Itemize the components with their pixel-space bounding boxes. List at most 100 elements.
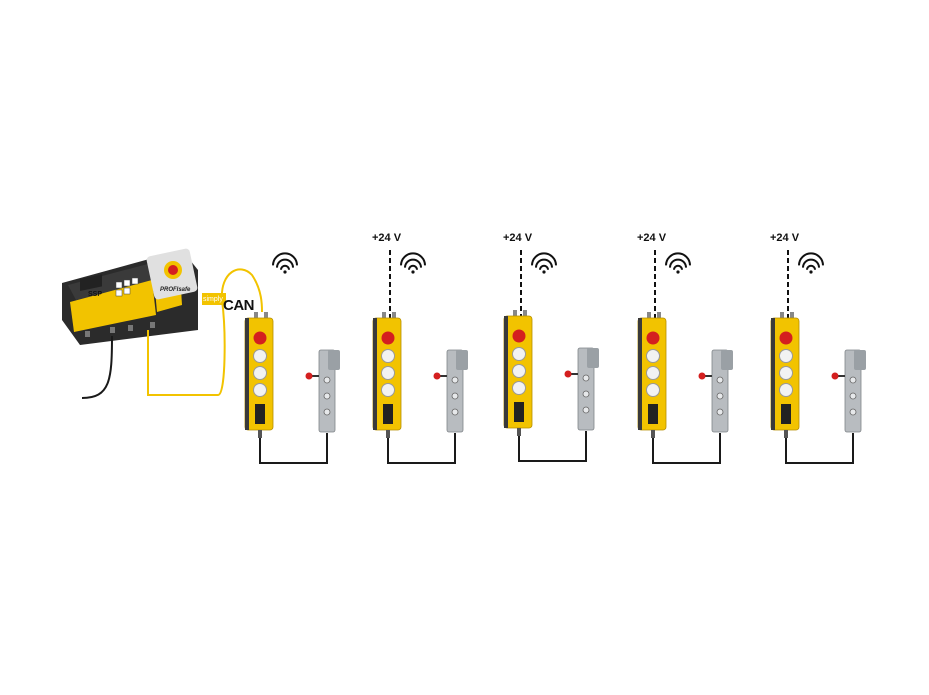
estop-button[interactable]	[779, 331, 793, 345]
lock-release-knob[interactable]	[433, 372, 441, 380]
device-cable-gland	[784, 430, 788, 438]
lock-port	[323, 408, 331, 416]
device-edge	[373, 318, 377, 430]
push-button-1[interactable]	[646, 349, 660, 363]
estop-button[interactable]	[253, 331, 267, 345]
device-cable	[259, 433, 328, 464]
lock-body	[318, 349, 336, 433]
push-button-2[interactable]	[779, 366, 793, 380]
lock-release-knob[interactable]	[305, 372, 313, 380]
lock-release-knob[interactable]	[698, 372, 706, 380]
lock-head	[854, 350, 866, 370]
handheld-device	[770, 312, 800, 438]
device-cable-gland	[258, 430, 262, 438]
wifi-arc	[400, 252, 426, 266]
wifi-arc	[539, 264, 549, 270]
wifi-icon	[272, 252, 298, 274]
wifi-arc	[531, 252, 557, 266]
wifi-icon	[665, 252, 691, 274]
lock-port	[582, 374, 590, 382]
push-button-2[interactable]	[512, 364, 526, 378]
device-edge	[638, 318, 642, 430]
lock-head	[721, 350, 733, 370]
lock-port	[451, 392, 459, 400]
estop-button[interactable]	[381, 331, 395, 345]
handheld-device	[637, 312, 667, 438]
controller-brand: SSP	[88, 291, 102, 298]
device-connector	[657, 312, 661, 318]
wifi-arc	[798, 252, 824, 266]
supply-voltage-label: +24 V	[770, 232, 800, 244]
handheld-device	[372, 312, 402, 438]
push-button-3[interactable]	[779, 383, 793, 397]
push-button-2[interactable]	[253, 366, 267, 380]
push-button-1[interactable]	[253, 349, 267, 363]
push-button-3[interactable]	[512, 381, 526, 395]
wifi-dot	[676, 270, 680, 274]
handheld-unit-1	[244, 252, 340, 464]
wifi-dot	[411, 270, 415, 274]
push-button-3[interactable]	[253, 383, 267, 397]
device-cable-gland	[517, 428, 521, 436]
push-button-3[interactable]	[646, 383, 660, 397]
wifi-arc	[673, 264, 683, 270]
key-switch[interactable]	[255, 404, 265, 424]
estop-button[interactable]	[646, 331, 660, 345]
device-cable	[518, 431, 587, 462]
key-switch[interactable]	[383, 404, 393, 424]
lock-head	[587, 348, 599, 368]
wifi-icon	[400, 252, 426, 274]
push-button-1[interactable]	[512, 347, 526, 361]
device-edge	[245, 318, 249, 430]
lock-body	[844, 349, 862, 433]
key-switch[interactable]	[648, 404, 658, 424]
wifi-icon	[531, 252, 557, 274]
push-button-2[interactable]	[381, 366, 395, 380]
supply-voltage-label: +24 V	[637, 232, 667, 244]
supply-voltage-label: +24 V	[372, 232, 402, 244]
key-switch[interactable]	[514, 402, 524, 422]
wifi-arc	[280, 264, 290, 270]
device-cable	[785, 433, 854, 464]
safety-lock	[564, 347, 599, 431]
wifi-arc	[669, 258, 687, 268]
handheld-unit-5: +24 V	[770, 232, 866, 464]
wifi-arc	[665, 252, 691, 266]
safety-lock	[831, 349, 866, 433]
safety-lock	[305, 349, 340, 433]
wifi-icon	[798, 252, 824, 274]
lock-head	[328, 350, 340, 370]
simplycan-cable	[147, 268, 263, 396]
wifi-arc	[806, 264, 816, 270]
lock-release-knob[interactable]	[564, 370, 572, 378]
push-button-1[interactable]	[381, 349, 395, 363]
handheld-unit-2: +24 V	[372, 232, 468, 464]
lock-port	[716, 392, 724, 400]
unit-list: +24 V +24 V +24 V +24 V	[244, 232, 866, 464]
simplycan-logo: simply CAN	[202, 293, 255, 314]
handheld-unit-4: +24 V	[637, 232, 733, 464]
device-cable	[387, 433, 456, 464]
lock-port	[716, 376, 724, 384]
push-button-2[interactable]	[646, 366, 660, 380]
safety-lock	[698, 349, 733, 433]
device-connector	[790, 312, 794, 318]
device-edge	[771, 318, 775, 430]
lock-port	[582, 406, 590, 414]
bus-name: CAN	[223, 297, 254, 314]
lock-port	[451, 408, 459, 416]
profisafe-badge: PROFIsafe	[146, 248, 198, 300]
wifi-arc	[802, 258, 820, 268]
bus-prefix: simply	[203, 296, 223, 303]
device-connector	[392, 312, 396, 318]
push-button-1[interactable]	[779, 349, 793, 363]
wifi-arc	[276, 258, 294, 268]
estop-button[interactable]	[512, 329, 526, 343]
handheld-unit-3: +24 V	[503, 232, 599, 462]
key-switch[interactable]	[781, 404, 791, 424]
wifi-dot	[542, 270, 546, 274]
lock-release-knob[interactable]	[831, 372, 839, 380]
push-button-3[interactable]	[381, 383, 395, 397]
device-connector	[264, 312, 268, 318]
wifi-dot	[809, 270, 813, 274]
